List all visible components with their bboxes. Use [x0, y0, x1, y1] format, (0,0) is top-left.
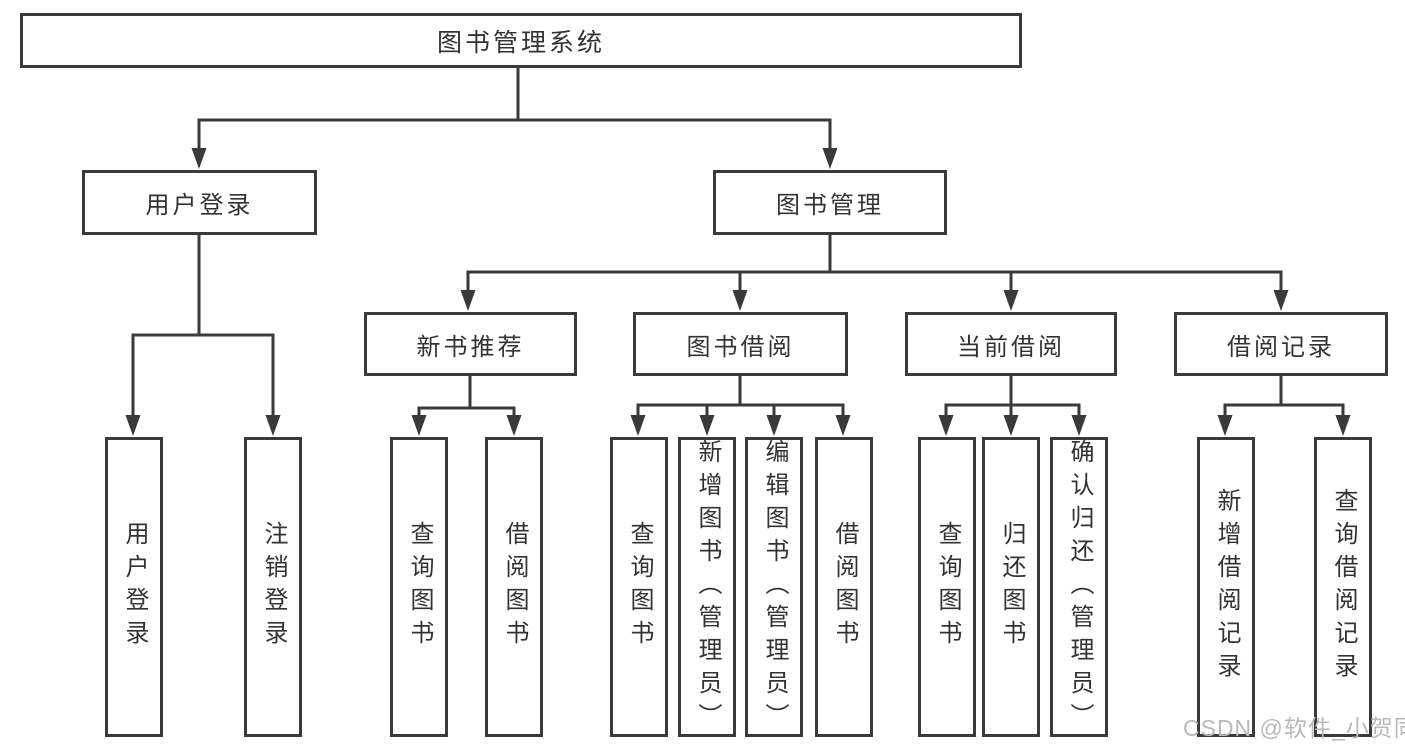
- leaf-label: 查询借阅记录: [1330, 488, 1357, 686]
- node-borrowing-records: 借阅记录: [1174, 312, 1388, 376]
- leaf-label: 注销登录: [260, 521, 287, 653]
- arrow-down-icon: [125, 148, 1351, 436]
- node-new-book-recommendation: 新书推荐: [364, 312, 577, 376]
- leaf-user-login: 用户登录: [105, 437, 163, 737]
- leaf-label: 新增图书（管理员）: [694, 438, 721, 736]
- leaf-label: 查询图书: [406, 521, 433, 653]
- leaf-rec-add-borrow-record: 新增借阅记录: [1197, 437, 1255, 737]
- leaf-label: 新增借阅记录: [1213, 488, 1240, 686]
- leaf-cb-confirm-return-admin: 确认归还（管理员）: [1050, 437, 1108, 737]
- leaf-bb-add-books-admin: 新增图书（管理员）: [678, 437, 736, 737]
- node-user-login: 用户登录: [82, 170, 317, 235]
- leaf-bb-borrow-books: 借阅图书: [815, 437, 873, 737]
- leaf-label: 确认归还（管理员）: [1066, 438, 1093, 736]
- node-book-management: 图书管理: [713, 170, 947, 235]
- connector-paths: [131, 66, 1345, 419]
- leaf-rec-query-borrow-record: 查询借阅记录: [1314, 437, 1372, 737]
- leaf-label: 归还图书: [998, 521, 1025, 653]
- leaf-nbr-query-books: 查询图书: [390, 437, 448, 737]
- leaf-label: 用户登录: [121, 521, 148, 653]
- leaf-cb-query-books: 查询图书: [918, 437, 976, 737]
- csdn-watermark: CSDN @软件_小贺同学: [1183, 715, 1405, 741]
- node-book-borrowing: 图书借阅: [633, 312, 848, 376]
- leaf-label: 借阅图书: [831, 521, 858, 653]
- leaf-nbr-borrow-books: 借阅图书: [485, 437, 543, 737]
- leaf-bb-edit-books-admin: 编辑图书（管理员）: [745, 437, 803, 737]
- node-library-management-system: 图书管理系统: [20, 13, 1022, 68]
- leaf-label: 查询图书: [934, 521, 961, 653]
- leaf-bb-query-books: 查询图书: [610, 437, 668, 737]
- leaf-logout-login: 注销登录: [244, 437, 302, 737]
- leaf-label: 查询图书: [626, 521, 653, 653]
- leaf-label: 借阅图书: [501, 521, 528, 653]
- leaf-label: 编辑图书（管理员）: [761, 438, 788, 736]
- leaf-cb-return-books: 归还图书: [982, 437, 1040, 737]
- node-current-borrowing: 当前借阅: [905, 312, 1117, 376]
